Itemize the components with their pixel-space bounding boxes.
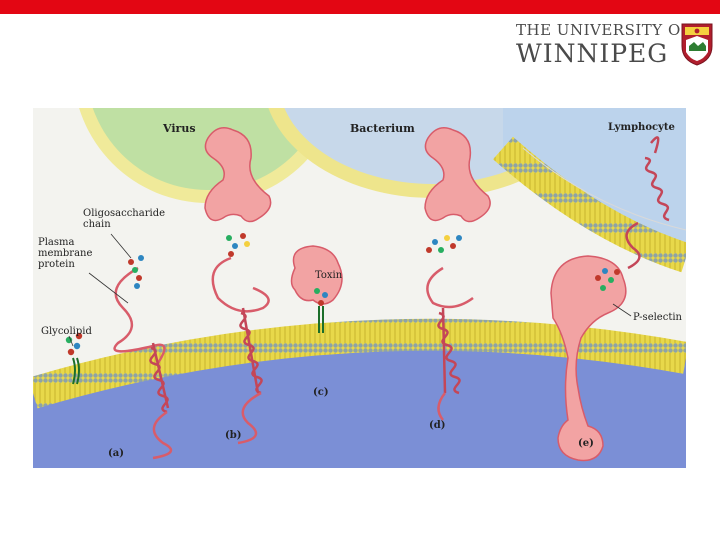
- membrane-diagram: Virus Bacterium Lymphocyte Oligosacchari…: [33, 108, 686, 468]
- label-p-selectin: P-selectin: [633, 312, 683, 323]
- panel-label-c: (c): [313, 387, 329, 398]
- crest-icon: [680, 22, 714, 66]
- top-red-bar: [0, 0, 720, 14]
- label-lymphocyte: Lymphocyte: [608, 122, 675, 133]
- university-logo: The University of Winnipeg: [512, 18, 717, 70]
- label-plasma-line3: protein: [38, 259, 75, 270]
- label-glycolipid: Glycolipid: [41, 326, 92, 337]
- label-oligo-line1: Oligosaccharide: [83, 208, 165, 219]
- panel-label-b: (b): [225, 430, 241, 441]
- panel-label-e: (e): [578, 438, 594, 449]
- label-plasma-line2: membrane: [38, 248, 92, 259]
- logo-line-2: Winnipeg: [516, 39, 668, 68]
- panel-label-a: (a): [108, 448, 124, 459]
- label-oligo-line2: chain: [83, 219, 111, 230]
- label-bacterium: Bacterium: [350, 122, 415, 135]
- label-plasma-line1: Plasma: [38, 237, 75, 248]
- label-toxin: Toxin: [315, 270, 343, 281]
- label-virus: Virus: [162, 122, 196, 135]
- logo-line-1: The University of: [516, 21, 692, 39]
- panel-label-d: (d): [429, 420, 445, 431]
